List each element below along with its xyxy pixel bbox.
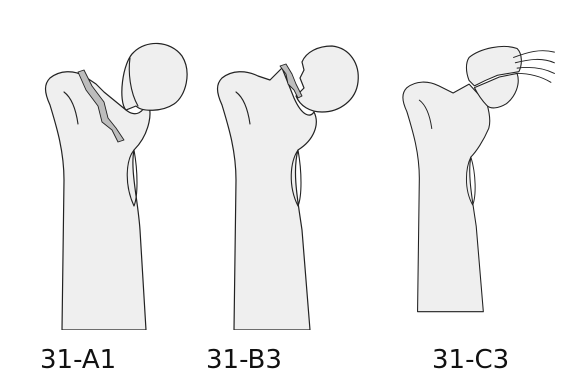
label-31-c3: 31-C3 bbox=[432, 340, 509, 380]
femoral-head bbox=[122, 43, 187, 110]
fixation-wire bbox=[517, 73, 551, 82]
femur-outline bbox=[218, 68, 317, 330]
femoral-head bbox=[296, 46, 358, 112]
femur-outline bbox=[403, 82, 490, 312]
label-31-a1: 31-A1 bbox=[40, 340, 116, 380]
fixation-wire bbox=[517, 67, 554, 73]
femur-31-c3-illustration bbox=[398, 0, 558, 330]
femur-31-b3-illustration bbox=[210, 0, 370, 330]
label-31-b3: 31-B3 bbox=[206, 340, 282, 380]
femur-outline bbox=[46, 72, 151, 330]
femur-31-a1-illustration bbox=[38, 0, 198, 330]
